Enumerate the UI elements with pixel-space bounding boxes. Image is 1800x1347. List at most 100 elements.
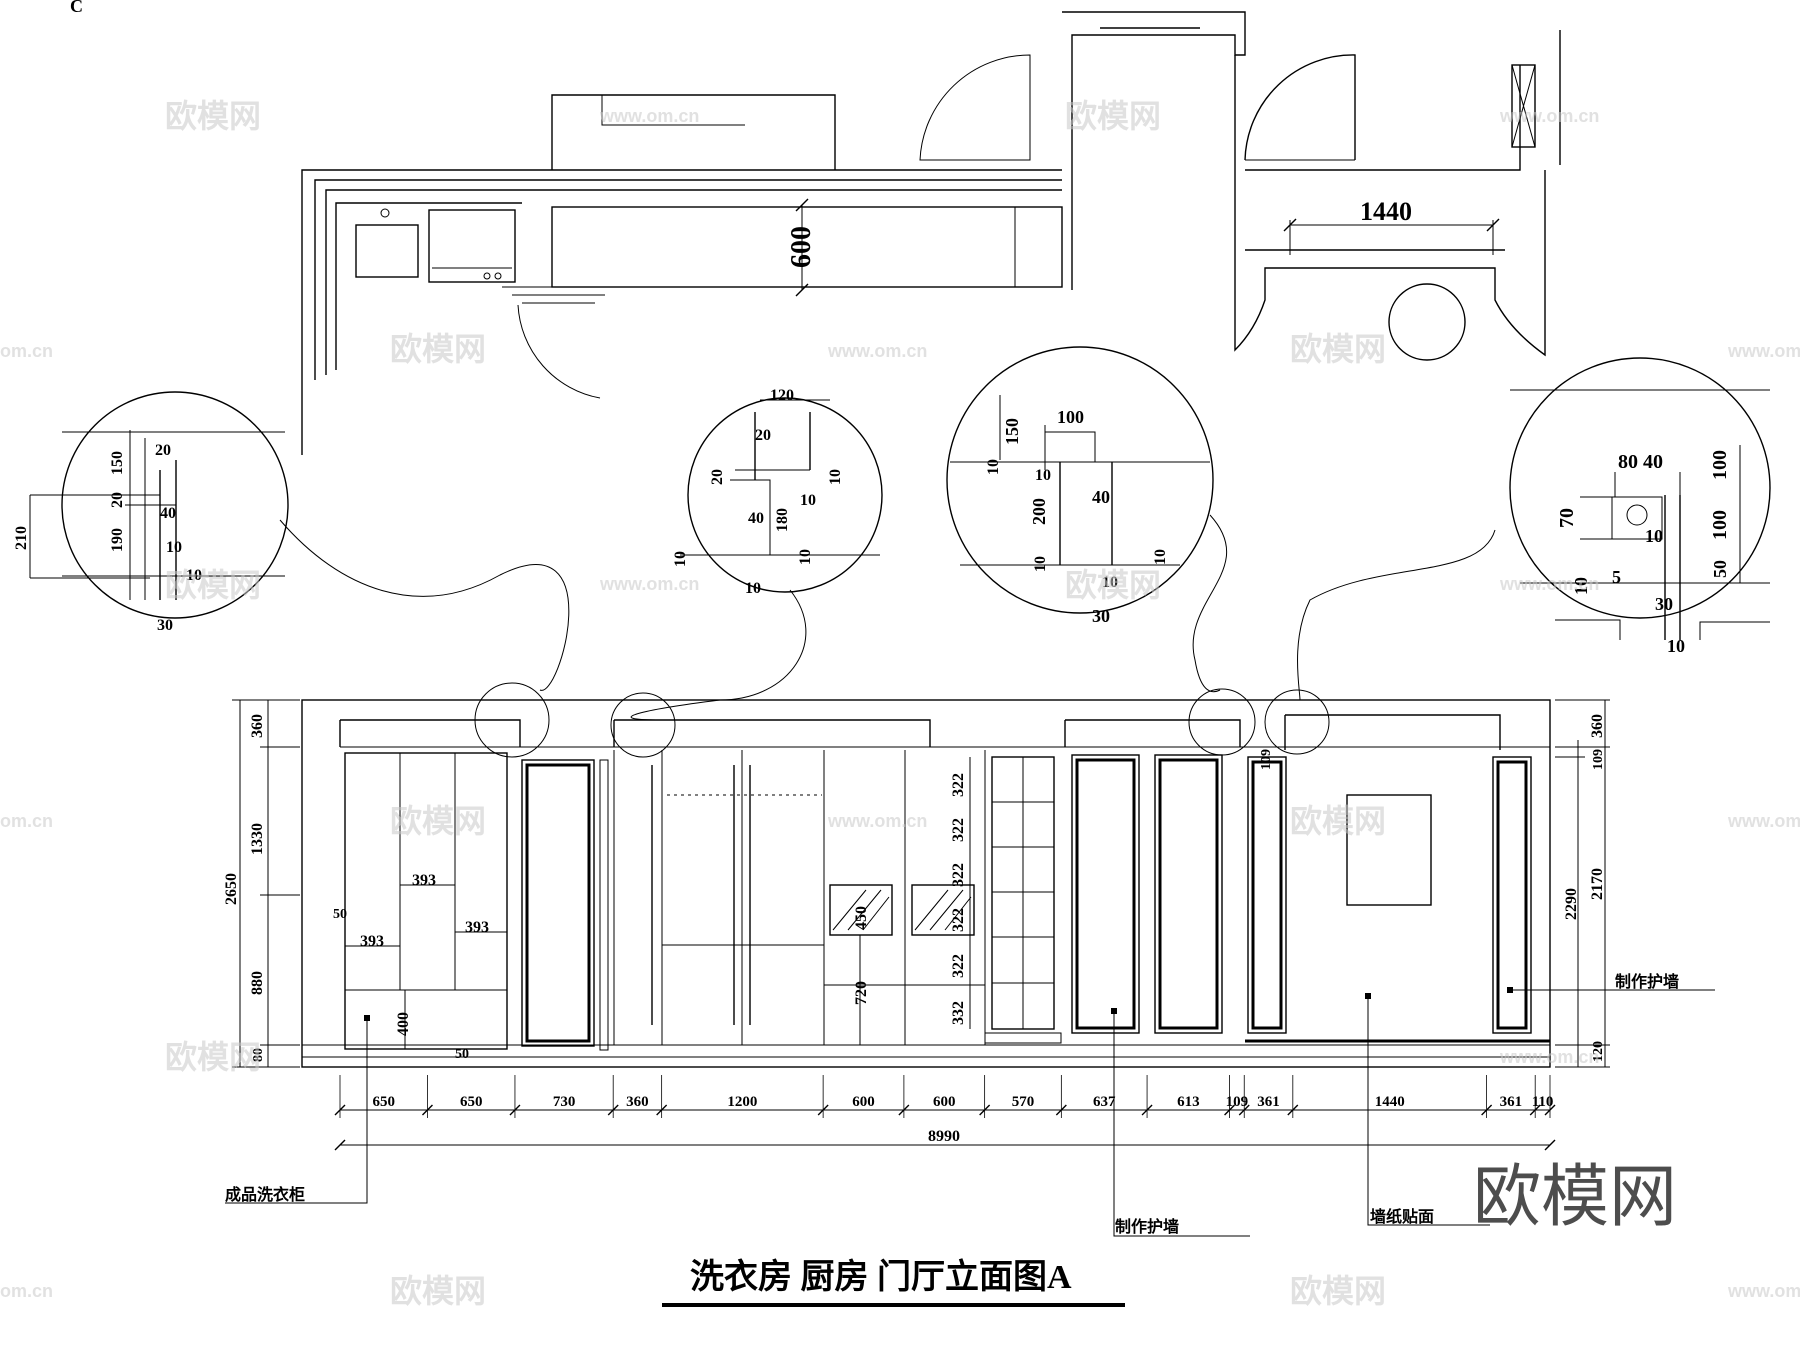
watermark-text: 欧模网 — [165, 98, 261, 134]
elev-left-height: 360 — [249, 714, 266, 738]
cabinet-dim: 400 — [395, 1012, 412, 1036]
detail-1-label: 210 — [13, 526, 30, 550]
watermark-url: om.cn — [0, 1281, 53, 1301]
callouts: 成品洗衣柜 制作护墙 墙纸贴面 制作护墙 — [225, 972, 1715, 1237]
detail-2-label: 180 — [774, 508, 791, 532]
rack-dim: 322 — [950, 773, 967, 797]
elev-small-dim: 109 — [1259, 749, 1274, 770]
detail-circle-2: 120 20 20 10 10 40 180 10 10 10 — [672, 387, 883, 597]
cabinet-dim: 393 — [465, 919, 489, 936]
watermark-url: om.cn — [0, 811, 53, 831]
detail-circle-4: 80 40 100 70 10 100 50 10 5 30 10 — [1509, 357, 1771, 656]
elev-left-height: 880 — [249, 971, 266, 995]
segment-label: 730 — [553, 1094, 576, 1110]
watermark-url: om.cn — [0, 341, 53, 361]
watermark-text: 欧模网 — [165, 567, 261, 603]
segment-label: 1200 — [727, 1094, 757, 1110]
detail-2-label: 10 — [672, 551, 689, 567]
detail-3-label: 150 — [1002, 418, 1022, 445]
detail-3-label: 30 — [1092, 606, 1110, 626]
detail-1-label: 40 — [160, 505, 176, 522]
detail-1-label: 190 — [109, 528, 126, 552]
watermark-url: www.om.cn — [599, 574, 699, 594]
plan-depth-label: 600 — [786, 226, 817, 268]
detail-2-label: 120 — [770, 387, 794, 404]
segment-label: 110 — [1532, 1094, 1554, 1110]
detail-3-label: 10 — [1102, 574, 1118, 591]
oven-dim: 450 — [853, 906, 870, 930]
segment-label: 1440 — [1375, 1094, 1405, 1110]
corner-mark: C — [70, 0, 83, 16]
segment-label: 361 — [1257, 1094, 1280, 1110]
watermark-url: www.om.cn — [1727, 1281, 1800, 1301]
detail-2-label: 40 — [748, 510, 764, 527]
detail-3-label: 100 — [1057, 407, 1084, 427]
callout-laundry-cabinet: 成品洗衣柜 — [225, 1185, 305, 1204]
detail-1-label: 20 — [155, 442, 171, 459]
detail-leaders — [279, 514, 1496, 721]
watermark-url: www.om.cn — [599, 106, 699, 126]
watermark-url: www.om.cn — [1727, 341, 1800, 361]
detail-3-label: 40 — [1092, 487, 1110, 507]
detail-4-label: 100 — [1709, 510, 1731, 540]
detail-1-label: 20 — [109, 492, 126, 508]
detail-4-label: 30 — [1655, 594, 1673, 614]
elev-left-height: 1330 — [249, 823, 266, 855]
segment-label: 570 — [1012, 1094, 1035, 1110]
segment-label: 361 — [1500, 1094, 1523, 1110]
total-width: 8990 — [928, 1128, 960, 1145]
oven-dim: 720 — [853, 981, 870, 1005]
watermark-text: 欧模网 — [390, 331, 486, 367]
elev-overall-height: 2650 — [223, 873, 240, 905]
detail-3-label: 200 — [1029, 498, 1049, 525]
watermark-text: 欧模网 — [165, 1039, 261, 1075]
detail-3-label: 10 — [1032, 556, 1049, 572]
elev-left-height: 80 — [251, 1048, 266, 1062]
detail-3-label: 10 — [1152, 549, 1169, 565]
callout-wallpaper: 墙纸贴面 — [1370, 1207, 1434, 1226]
detail-4-label: 10 — [1645, 526, 1663, 546]
segment-label: 637 — [1093, 1094, 1116, 1110]
detail-3-label: 10 — [985, 459, 1002, 475]
watermark-text: 欧模网 — [1065, 567, 1161, 603]
watermark-text: 欧模网 — [1290, 803, 1386, 839]
rack-dim: 322 — [950, 863, 967, 887]
rack-dim: 322 — [950, 818, 967, 842]
detail-2-label: 20 — [709, 469, 726, 485]
watermark-url: www.om.cn — [1727, 811, 1800, 831]
plan-hall-width-label: 1440 — [1360, 197, 1412, 226]
segment-ticks — [334, 1075, 1556, 1151]
elev-right-overall: 2290 — [1563, 888, 1580, 920]
rack-dim: 332 — [950, 1001, 967, 1025]
watermark-url: www.om.cn — [1499, 106, 1599, 126]
detail-2-label: 10 — [827, 469, 844, 485]
watermarks: 欧模网 www.om.cn 欧模网 www.om.cn om.cn 欧模网 ww… — [0, 98, 1800, 1309]
watermark-url: www.om.cn — [1499, 574, 1599, 594]
watermark-text: 欧模网 — [1290, 331, 1386, 367]
detail-1-label: 10 — [166, 539, 182, 556]
detail-3-label: 10 — [1035, 467, 1051, 484]
detail-circle-1: 20 150 20 40 190 10 10 30 210 — [13, 391, 289, 634]
detail-4-label: 70 — [1556, 508, 1578, 528]
watermark-text: 欧模网 — [390, 1273, 486, 1309]
elev-right-height: 109 — [1591, 749, 1606, 770]
detail-4-label: 80 40 — [1618, 451, 1663, 473]
watermark-url: www.om.cn — [827, 811, 927, 831]
total-tick — [1544, 1139, 1556, 1151]
detail-4-label: 100 — [1709, 450, 1731, 480]
segment-label: 650 — [372, 1094, 395, 1110]
callout-wall-guard: 制作护墙 — [1615, 972, 1679, 991]
cabinet-dim: 50 — [455, 1047, 469, 1062]
callout-wall-guard: 制作护墙 — [1115, 1217, 1179, 1236]
detail-4-label: 10 — [1571, 577, 1591, 595]
segment-label: 360 — [626, 1094, 649, 1110]
drawing-title: 洗衣房 厨房 门厅立面图A — [690, 1258, 1072, 1296]
watermark-text: 欧模网 — [390, 803, 486, 839]
watermark-text: 欧模网 — [1065, 98, 1161, 134]
elev-right-height: 360 — [1589, 714, 1606, 738]
detail-2-label: 10 — [745, 580, 761, 597]
detail-2-label: 10 — [800, 492, 816, 509]
